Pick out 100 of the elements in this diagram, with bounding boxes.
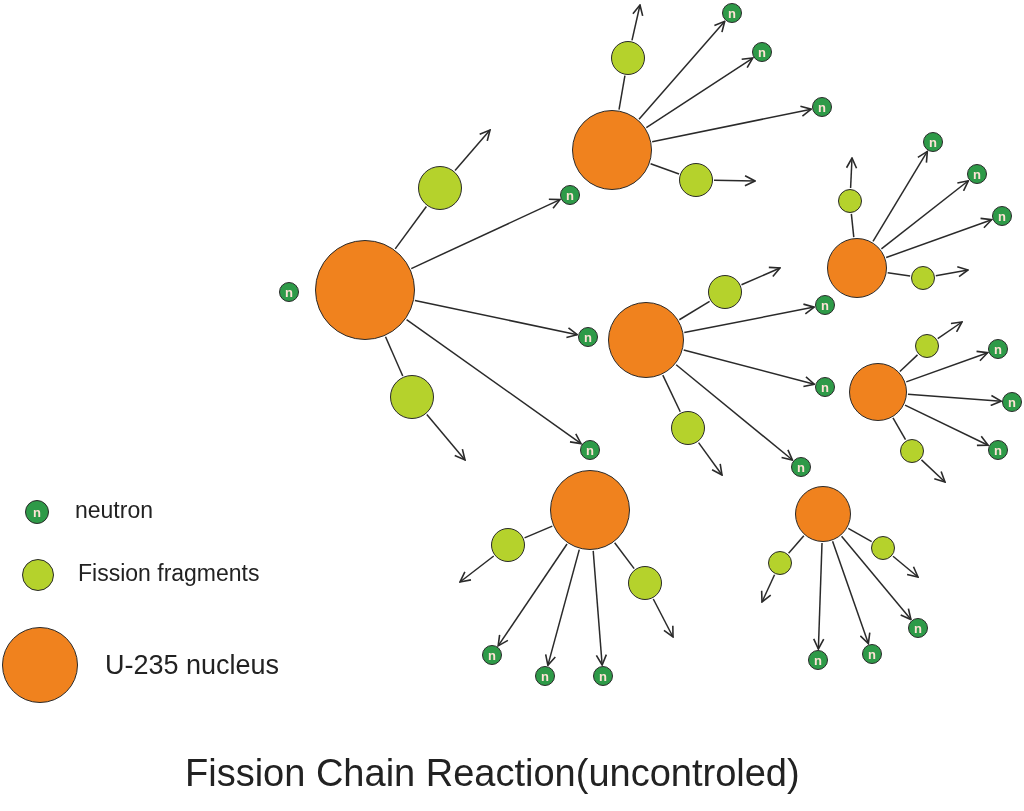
neutron-circle: [812, 97, 832, 117]
neutron-circle: [482, 645, 502, 665]
nucleus-circle: [827, 238, 887, 298]
neutron-circle: [593, 666, 613, 686]
neutron-letter: n: [821, 380, 829, 394]
neutron-circle: [908, 618, 928, 638]
arrow: [740, 266, 781, 286]
neutron-letter: n: [994, 342, 1002, 356]
neutron-letter: n: [758, 45, 766, 59]
arrow: [645, 57, 754, 129]
legend-label: neutron: [75, 497, 153, 524]
neutron-letter: n: [488, 648, 496, 662]
arrow: [907, 393, 1002, 407]
connector-line: [787, 535, 805, 554]
neutron-circle: [560, 185, 580, 205]
neutron-letter: n: [818, 100, 826, 114]
connector-line: [384, 335, 404, 377]
arrow: [904, 404, 989, 447]
arrow: [905, 350, 989, 383]
connector-line: [394, 205, 428, 250]
arrow: [920, 459, 946, 483]
fragment-circle: [671, 411, 705, 445]
fragment-circle: [838, 189, 862, 213]
arrow: [840, 535, 912, 621]
neutron-letter: n: [1008, 395, 1016, 409]
neutron-circle: [722, 3, 742, 23]
neutron-letter: n: [973, 167, 981, 181]
fragment-circle: [611, 41, 645, 75]
nucleus-circle: [572, 110, 652, 190]
neutron-letter: n: [994, 443, 1002, 457]
neutron-circle: [923, 132, 943, 152]
fragment-circle: [418, 166, 462, 210]
nucleus-circle: [795, 486, 851, 542]
neutron-circle: [815, 377, 835, 397]
fragment-circle: [628, 566, 662, 600]
arrow: [410, 198, 561, 270]
neutron-circle: [808, 650, 828, 670]
connector-line: [613, 542, 635, 570]
connector-line: [618, 75, 626, 111]
arrow: [812, 542, 825, 650]
connector-line: [678, 300, 711, 321]
arrow: [405, 318, 582, 445]
neutron-letter: n: [914, 621, 922, 635]
fragment-circle: [491, 528, 525, 562]
neutron-circle: [535, 666, 555, 686]
neutron-circle: [967, 164, 987, 184]
neutron-circle: [279, 282, 299, 302]
neutron-letter: n: [998, 209, 1006, 223]
arrow: [935, 266, 969, 278]
connector-line: [850, 213, 855, 238]
neutron-letter: n: [599, 669, 607, 683]
neutron-circle: [815, 295, 835, 315]
arrow: [936, 321, 963, 340]
arrow: [885, 217, 993, 259]
neutron-circle: [992, 206, 1012, 226]
connector-line: [523, 525, 554, 539]
neutron-letter: n: [929, 135, 937, 149]
neutron-letter: n: [33, 505, 41, 519]
connector-line: [886, 271, 911, 277]
arrow: [682, 349, 816, 388]
arrow: [592, 550, 608, 666]
arrow: [880, 180, 970, 250]
neutron-letter: n: [285, 285, 293, 299]
arrow: [414, 299, 579, 339]
arrow: [652, 598, 674, 638]
neutron-circle: [1002, 392, 1022, 412]
neutron-letter: n: [821, 298, 829, 312]
arrow: [760, 574, 776, 603]
arrow: [713, 175, 756, 187]
legend-label: U-235 nucleus: [105, 650, 280, 681]
arrow: [831, 540, 871, 645]
fragment-circle: [390, 375, 434, 419]
fragment-circle: [871, 536, 895, 560]
arrow: [697, 441, 723, 476]
fragment-circle: [768, 551, 792, 575]
arrow: [426, 413, 466, 461]
fragment-circle: [915, 334, 939, 358]
nucleus-circle: [849, 363, 907, 421]
arrow: [631, 4, 644, 42]
neutron-letter: n: [797, 460, 805, 474]
arrow: [544, 548, 580, 667]
arrow: [872, 150, 929, 243]
connector-line: [662, 374, 681, 413]
connector-line: [649, 163, 680, 175]
arrow: [845, 157, 858, 189]
arrow: [497, 543, 568, 647]
neutron-circle: [791, 457, 811, 477]
arrow: [459, 555, 495, 583]
neutron-letter: n: [566, 188, 574, 202]
connector-line: [847, 527, 873, 543]
neutron-circle: [862, 644, 882, 664]
fragment-circle: [708, 275, 742, 309]
arrow: [683, 303, 815, 334]
neutron-circle: [578, 327, 598, 347]
arrow: [675, 363, 794, 461]
neutron-letter: n: [868, 647, 876, 661]
neutron-circle: [752, 42, 772, 62]
connector-line: [892, 417, 907, 441]
neutron-circle: [988, 339, 1008, 359]
neutron-circle: [988, 440, 1008, 460]
